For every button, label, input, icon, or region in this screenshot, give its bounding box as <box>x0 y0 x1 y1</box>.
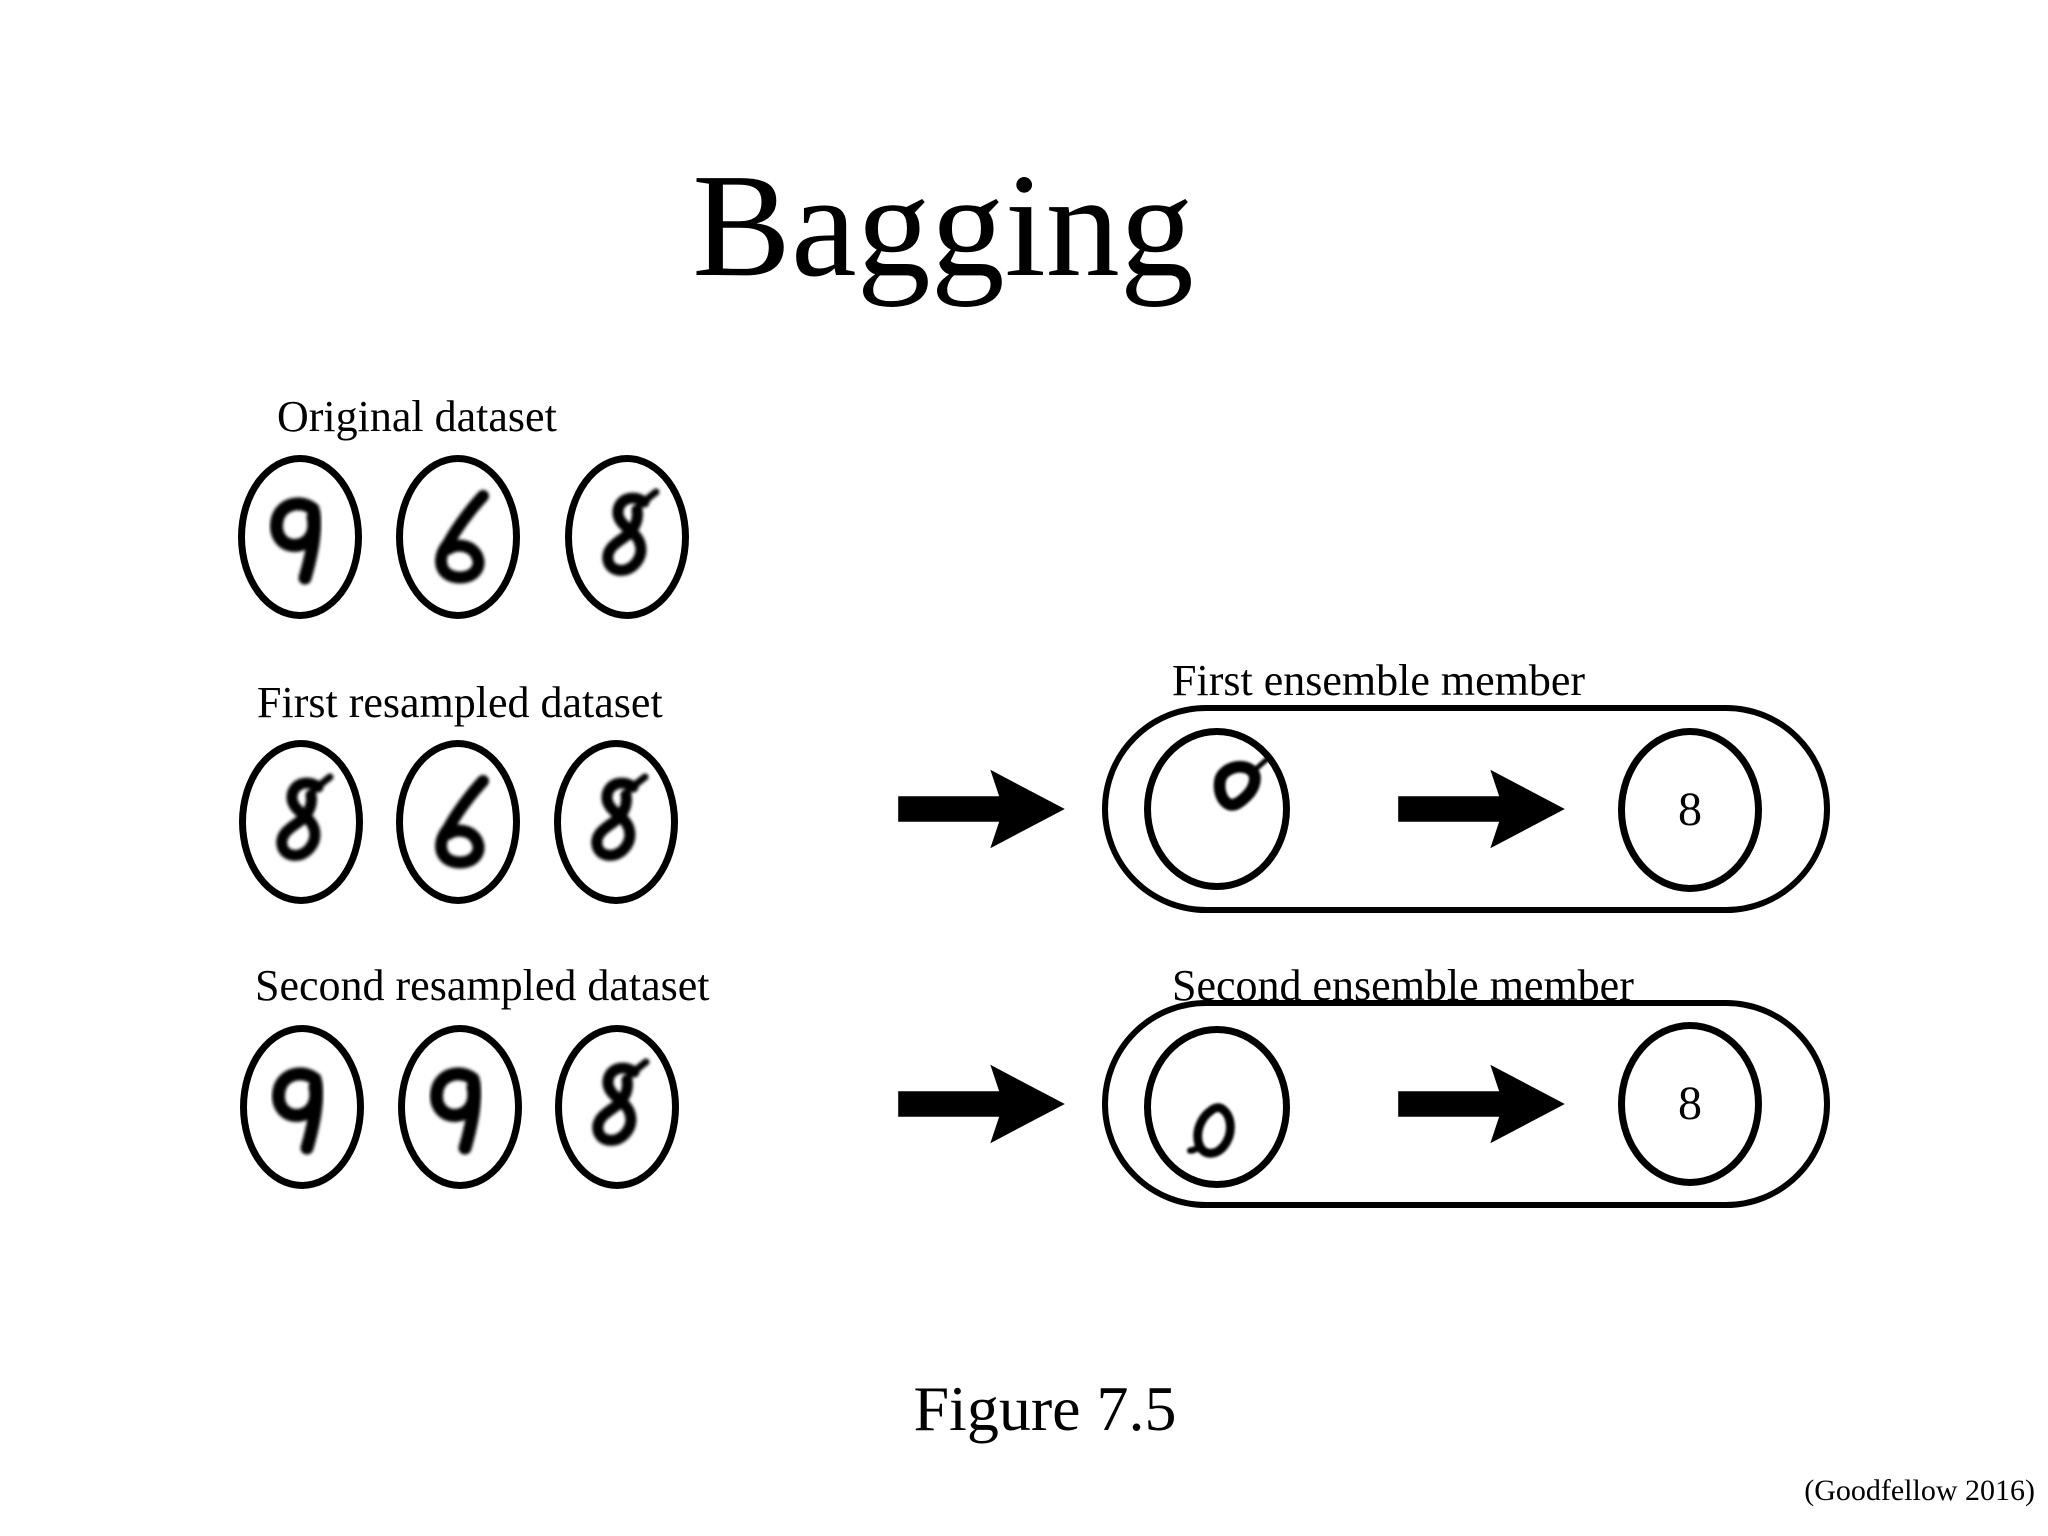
mnist-digit <box>591 773 649 861</box>
mnist-digit <box>435 490 489 584</box>
prediction-circle: 8 <box>1618 1022 1762 1186</box>
sample-ellipse <box>396 455 520 619</box>
page-title: Bagging <box>692 144 1194 308</box>
right-arrow-icon <box>898 769 1065 849</box>
learned-feature-glyph <box>1213 755 1272 811</box>
sample-ellipse <box>555 1025 679 1189</box>
right-arrow-icon <box>898 1064 1065 1144</box>
sample-ellipse <box>238 455 362 619</box>
prediction-circle: 8 <box>1618 728 1762 892</box>
mnist-digit <box>602 488 660 576</box>
mnist-digit <box>592 1058 650 1146</box>
mnist-digit <box>430 1067 482 1155</box>
attribution: (Goodfellow 2016) <box>1804 1474 2035 1507</box>
second-resampled-label: Second resampled dataset <box>255 961 710 1010</box>
first-resampled-label: First resampled dataset <box>257 678 663 727</box>
sample-ellipse <box>239 740 363 904</box>
mnist-digit <box>272 1067 324 1155</box>
learned-feature-circle <box>1144 1026 1290 1188</box>
first-ensemble-capsule <box>1102 705 1830 913</box>
prediction-digit: 8 <box>1678 1077 1702 1130</box>
learned-feature-glyph <box>1187 1103 1235 1158</box>
mnist-digit <box>435 775 489 869</box>
mnist-digit <box>276 773 334 861</box>
sample-ellipse <box>565 455 689 619</box>
second-ensemble-capsule <box>1102 1000 1830 1208</box>
figure-caption: Figure 7.5 <box>913 1373 1177 1444</box>
first-ensemble-label: First ensemble member <box>1172 656 1586 705</box>
prediction-digit: 8 <box>1678 783 1702 836</box>
right-arrow-icon <box>1398 1064 1565 1144</box>
sample-ellipse <box>240 1025 364 1189</box>
right-arrow-icon <box>1398 769 1565 849</box>
sample-ellipse <box>396 740 520 904</box>
mnist-digit <box>270 497 322 585</box>
learned-feature-circle <box>1144 728 1290 890</box>
sample-ellipse <box>554 740 678 904</box>
original-dataset-label: Original dataset <box>277 392 557 441</box>
sample-ellipse <box>398 1025 522 1189</box>
